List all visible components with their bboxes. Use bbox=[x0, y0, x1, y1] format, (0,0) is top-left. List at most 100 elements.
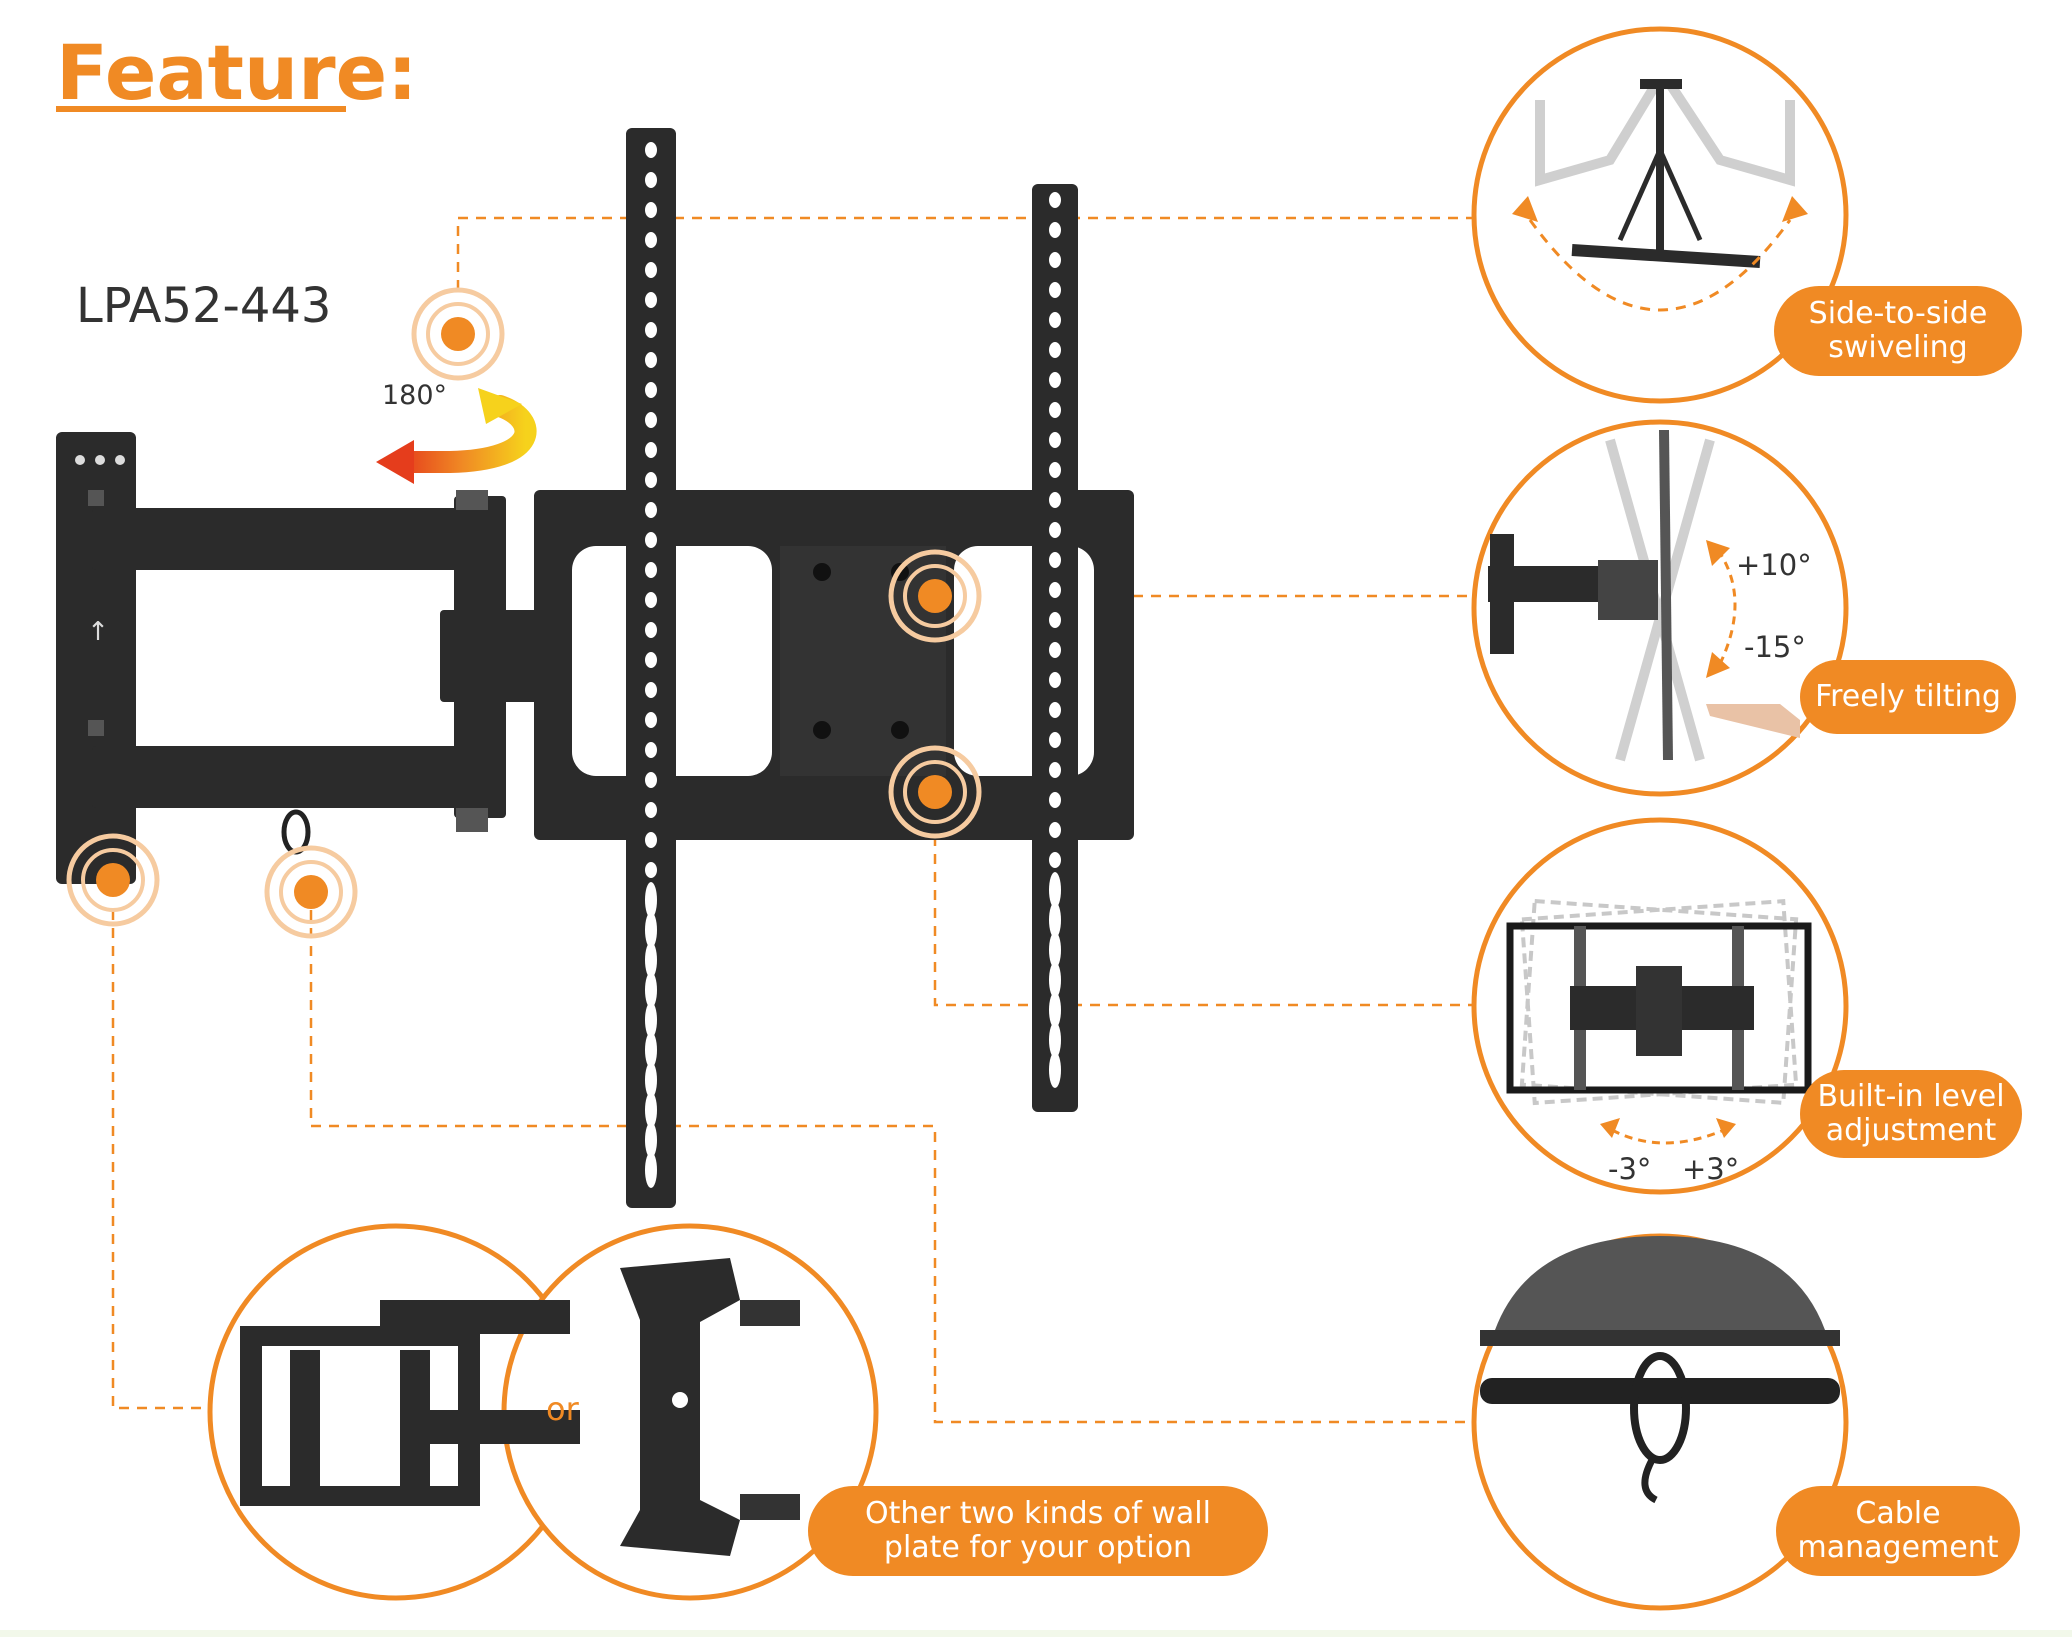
wallplate-option-1 bbox=[240, 1300, 580, 1506]
rail-hole bbox=[1049, 852, 1061, 868]
rail-hole bbox=[1049, 402, 1061, 418]
rail-hole bbox=[645, 562, 657, 578]
rail-hole bbox=[1049, 492, 1061, 508]
rail-hole bbox=[1049, 582, 1061, 598]
cable-label: Cable management bbox=[1776, 1486, 2020, 1576]
cable-illustration bbox=[1480, 1236, 1840, 1504]
or-label: or bbox=[546, 1390, 579, 1428]
rail-hole bbox=[645, 442, 657, 458]
rail-hole bbox=[645, 772, 657, 788]
rail-hole bbox=[645, 1152, 657, 1188]
swivel-illustration bbox=[1512, 79, 1808, 312]
rail-hole bbox=[1049, 612, 1061, 628]
wall-plate: ↑ bbox=[56, 432, 136, 884]
tilt-label: Freely tilting bbox=[1800, 660, 2016, 734]
leader-cable bbox=[309, 910, 1476, 1424]
tilt-down-angle: -15° bbox=[1744, 630, 1806, 664]
hotspot-tilt bbox=[888, 549, 982, 643]
up-arrow-icon: ↑ bbox=[87, 617, 109, 647]
cable-label-line1: Cable bbox=[1855, 1496, 1941, 1531]
leader-level bbox=[933, 800, 1476, 1007]
rail-hole bbox=[645, 942, 657, 978]
swivel-label: Side-to-side swiveling bbox=[1774, 286, 2022, 376]
rail-hole bbox=[645, 832, 657, 848]
rail-hole bbox=[645, 502, 657, 518]
rail-hole bbox=[645, 912, 657, 948]
vertical-rails bbox=[626, 128, 1078, 1208]
hotspot-markers bbox=[66, 287, 982, 939]
rail-hole bbox=[1049, 732, 1061, 748]
rail-hole bbox=[645, 202, 657, 218]
tilt-up-angle: +10° bbox=[1736, 548, 1812, 582]
rail-hole bbox=[1049, 1052, 1061, 1088]
rail-hole bbox=[1049, 312, 1061, 328]
rail-hole bbox=[1049, 932, 1061, 968]
rail-hole bbox=[1049, 642, 1061, 658]
rail-hole bbox=[1049, 222, 1061, 238]
rail-hole bbox=[1049, 902, 1061, 938]
page-title: Feature: bbox=[56, 28, 418, 117]
rail-hole bbox=[645, 412, 657, 428]
title-underline bbox=[56, 106, 346, 112]
rail-hole bbox=[645, 592, 657, 608]
rail-hole bbox=[645, 262, 657, 278]
rail-hole bbox=[1049, 1022, 1061, 1058]
bottom-bar bbox=[0, 1630, 2072, 1637]
rail-hole bbox=[645, 292, 657, 308]
rail-hole bbox=[1049, 992, 1061, 1028]
swivel-angle-label: 180° bbox=[382, 380, 448, 411]
rail-hole bbox=[1049, 372, 1061, 388]
rail-hole bbox=[645, 622, 657, 638]
rail-hole bbox=[645, 532, 657, 548]
hotspot-wallplate bbox=[66, 833, 160, 927]
level-right-angle: +3° bbox=[1682, 1152, 1740, 1186]
rail-hole bbox=[1049, 822, 1061, 838]
hotspot-swivel bbox=[411, 287, 505, 381]
rail-hole bbox=[645, 652, 657, 668]
rail-hole bbox=[1049, 552, 1061, 568]
rail-hole bbox=[645, 1032, 657, 1068]
rail-hole bbox=[1049, 792, 1061, 808]
rail-hole bbox=[645, 232, 657, 248]
rail-hole bbox=[645, 1122, 657, 1158]
leader-swivel bbox=[456, 216, 1476, 290]
model-number: LPA52-443 bbox=[76, 278, 332, 334]
rail-hole bbox=[645, 472, 657, 488]
wallplate-label: Other two kinds of wall plate for your o… bbox=[808, 1486, 1268, 1576]
rail-hole bbox=[1049, 342, 1061, 358]
level-left-angle: -3° bbox=[1608, 1152, 1652, 1186]
rail-hole bbox=[645, 1062, 657, 1098]
rail-hole bbox=[1049, 432, 1061, 448]
leader-wallplate bbox=[111, 910, 230, 1410]
rail-hole bbox=[645, 802, 657, 818]
rail-hole bbox=[1049, 872, 1061, 908]
rail-hole bbox=[1049, 462, 1061, 478]
rail-hole bbox=[1049, 522, 1061, 538]
rail-hole bbox=[645, 142, 657, 158]
rail-hole bbox=[1049, 192, 1061, 208]
rail-hole bbox=[645, 712, 657, 728]
swivel-label-line2: swiveling bbox=[1828, 330, 1968, 365]
hotspot-cable bbox=[264, 845, 358, 939]
rail-hole bbox=[645, 682, 657, 698]
rail-hole bbox=[1049, 702, 1061, 718]
level-illustration bbox=[1506, 898, 1812, 1145]
level-label-line1: Built-in level bbox=[1817, 1079, 2005, 1114]
rail-hole bbox=[645, 322, 657, 338]
level-label: Built-in level adjustment bbox=[1800, 1070, 2022, 1158]
hotspot-level bbox=[888, 745, 982, 839]
rail-hole bbox=[1049, 252, 1061, 268]
rail-hole bbox=[1049, 762, 1061, 778]
wallplate-label-line2: plate for your option bbox=[883, 1530, 1193, 1565]
rail-hole bbox=[645, 862, 657, 878]
rail-hole bbox=[645, 1092, 657, 1128]
rail-hole bbox=[645, 352, 657, 368]
rotate-arrow-icon bbox=[376, 388, 537, 484]
rail-hole bbox=[1049, 672, 1061, 688]
rail-hole bbox=[645, 882, 657, 918]
tilt-illustration bbox=[1488, 429, 1800, 762]
cable-label-line2: management bbox=[1797, 1530, 1999, 1565]
rail-hole bbox=[1049, 962, 1061, 998]
rail-hole bbox=[645, 972, 657, 1008]
